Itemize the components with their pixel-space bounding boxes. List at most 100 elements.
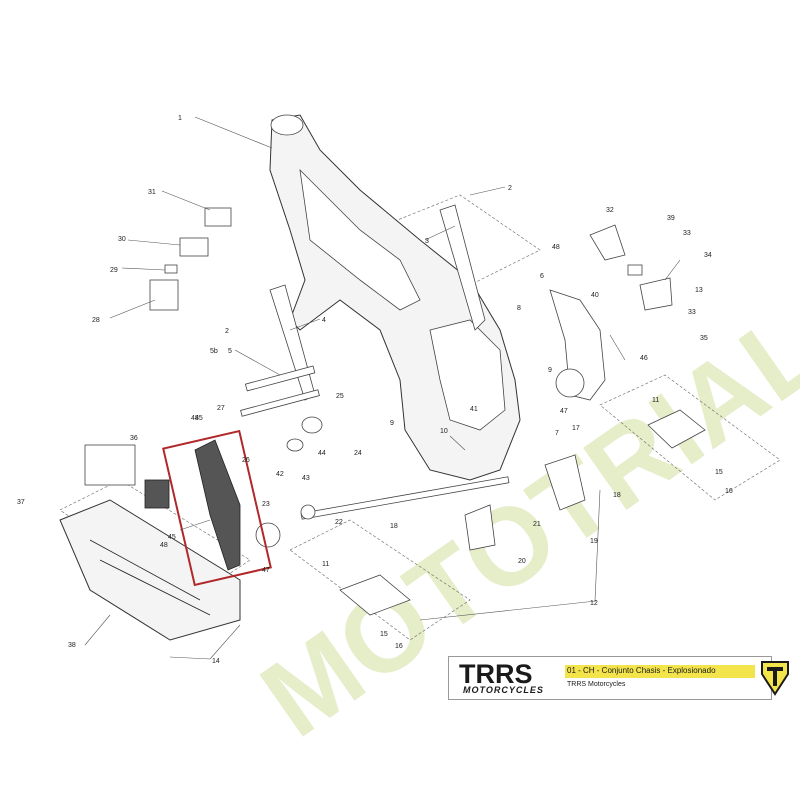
callout: 2 <box>508 185 512 192</box>
callout: 7 <box>555 430 559 437</box>
leader-line <box>179 519 211 531</box>
callout: 10 <box>440 428 448 435</box>
skid-plate-body <box>59 499 241 641</box>
part-36-block <box>144 479 170 509</box>
right-parts <box>339 224 706 616</box>
callout: 42 <box>276 471 284 478</box>
leader-line <box>169 656 211 660</box>
part-23 <box>300 504 316 520</box>
part-47 <box>255 522 281 548</box>
part-40 <box>627 264 643 276</box>
callout: 17 <box>572 425 580 432</box>
title-block: TRRS MOTORCYCLES 01 - CH - Conjunto Chas… <box>448 656 772 700</box>
callout: 19 <box>590 538 598 545</box>
callout: 27 <box>217 405 225 412</box>
callout: 45 <box>195 415 203 422</box>
callout: 48 <box>191 415 199 422</box>
callout: 13 <box>695 287 703 294</box>
callout: 39 <box>667 215 675 222</box>
callout: 11 <box>322 561 329 568</box>
callout: 30 <box>118 236 126 243</box>
footpeg-right <box>647 409 706 449</box>
callout: 20 <box>518 558 526 565</box>
part-44 <box>301 416 323 434</box>
callout: 22 <box>335 519 343 526</box>
callout: 41 <box>470 406 478 413</box>
callout: 9 <box>548 367 552 374</box>
footpeg-left-box <box>289 519 471 641</box>
callout: 48 <box>160 542 168 549</box>
leader-line <box>469 186 506 196</box>
leader-line <box>121 267 166 271</box>
trrs-shield-logo-icon <box>761 661 789 696</box>
leader-line <box>664 259 681 281</box>
callout: 40 <box>591 292 599 299</box>
leader-line <box>161 190 211 211</box>
part-5 <box>244 365 316 392</box>
callout: 33 <box>683 230 691 237</box>
highlight-box <box>162 429 272 587</box>
leader-line <box>209 624 241 660</box>
callout: 18 <box>390 523 398 530</box>
part-34 <box>639 277 673 311</box>
leader-line <box>194 116 273 149</box>
brand-name: TRRS <box>459 659 533 689</box>
callout: 24 <box>354 450 362 457</box>
callout: 36 <box>130 435 138 442</box>
part-45 <box>194 439 241 571</box>
callout: 15 <box>380 631 388 638</box>
part-47b <box>555 368 585 398</box>
callout: 23 <box>262 501 270 508</box>
callout: 45 <box>168 534 176 541</box>
brand-subtitle: MOTORCYCLES <box>463 685 544 695</box>
part-27 <box>240 389 320 417</box>
steering-head <box>270 114 304 136</box>
part-22 <box>300 476 510 520</box>
left-parts <box>84 207 510 548</box>
callout: 6 <box>540 273 544 280</box>
part-36 <box>84 444 136 486</box>
callout: 33 <box>688 309 696 316</box>
callout: 35 <box>700 335 708 342</box>
chain-guard-plate <box>549 289 606 401</box>
callout: 32 <box>606 207 614 214</box>
part-32 <box>589 224 626 261</box>
leader-line <box>234 349 281 376</box>
leader-line <box>84 614 111 646</box>
brand-logo: TRRS MOTORCYCLES <box>455 659 559 697</box>
leader-line <box>289 318 321 331</box>
part-28 <box>149 279 179 311</box>
callout: 8 <box>517 305 521 312</box>
callout: 44 <box>318 450 326 457</box>
callout: 9 <box>390 420 394 427</box>
part-29 <box>164 264 178 274</box>
callouts: 1 2 2 3 4 5 5b 6 7 8 9 9 10 11 11 12 13 … <box>17 115 733 665</box>
callout: 4 <box>322 317 326 324</box>
skid-plate-rib <box>99 559 211 616</box>
part-19 <box>544 454 586 511</box>
part-30 <box>179 237 209 257</box>
callout: 12 <box>590 600 598 607</box>
leader-line <box>449 435 466 451</box>
skid-plate <box>59 499 241 641</box>
footpeg-right-box <box>599 374 781 501</box>
callout: 5b <box>210 348 218 355</box>
callout: 16 <box>395 643 403 650</box>
callout: 26 <box>242 457 250 464</box>
callout: 31 <box>148 189 156 196</box>
leader-line <box>109 299 156 319</box>
leader-line <box>419 600 597 621</box>
leader-lines <box>84 116 681 660</box>
leader-line <box>127 239 181 246</box>
callout: 28 <box>92 317 100 324</box>
drawing-title: 01 - CH - Conjunto Chasis - Explosionado <box>567 666 716 675</box>
callout: 1 <box>178 115 182 122</box>
callout: 38 <box>68 642 76 649</box>
callout: 16 <box>725 488 733 495</box>
callout: 5 <box>228 348 232 355</box>
part-20 <box>464 504 496 551</box>
callout: 47 <box>262 567 270 574</box>
callout: 48 <box>552 244 560 251</box>
leader-line <box>424 225 456 241</box>
